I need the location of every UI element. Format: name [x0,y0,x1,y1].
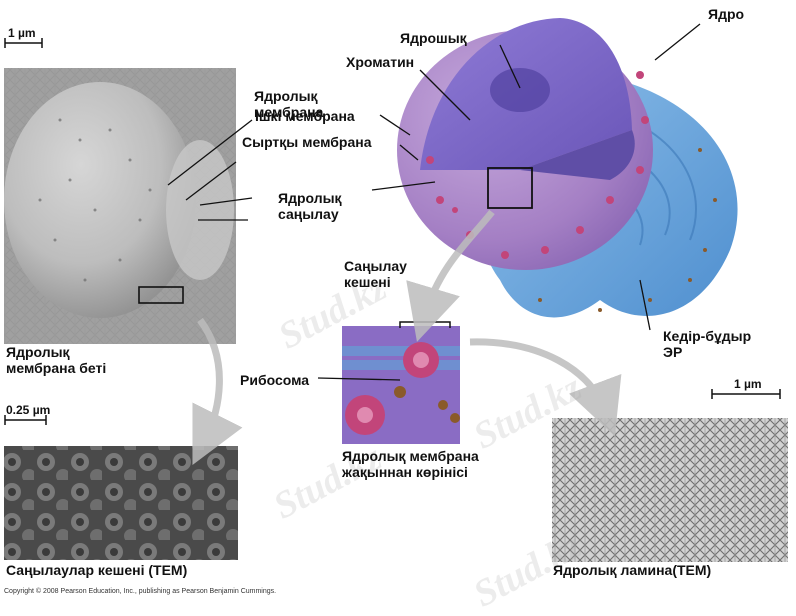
leader-lines [167,23,701,381]
label-outer-membrane: Сыртқы мембрана [242,134,372,150]
pore-zoom-box [487,167,533,209]
label-nuclear-pore: Ядролық саңылау [278,190,342,222]
label-pore-complexes-tem: Саңылаулар кешені (ТЕМ) [6,562,188,578]
figure-canvas: Stud.kz Stud.kz Stud.kz Stud.kz Ядро Ядр… [4,6,788,616]
pore-closeup-inset [342,321,460,444]
label-lamina-tem: Ядролық ламина(ТЕМ) [553,562,712,578]
diagram-svg [4,18,788,562]
nucleolus-shape [490,68,550,112]
label-inner-membrane-overlap: Ішкі мембрана [255,108,355,124]
scale-bar-lines [4,38,781,425]
label-membrane-view: Ядролық мембрана жақыннан көрінісі [342,448,479,480]
label-pore-complex: Саңылау кешені [344,258,407,290]
label-membrane-surface: Ядролық мембрана беті [6,344,107,376]
label-rough-er: Кедір-бұдыр ЭР [663,328,752,360]
pore-detail-box [138,286,184,304]
label-chromatin: Хроматин [346,54,415,70]
scale-label-left-mid: 0.25 µm [6,403,51,417]
scale-label-left-top: 1 µm [8,26,36,40]
nuclear-lamina-micrograph [552,418,788,562]
label-inner-membrane: Ядролық мембрана [254,88,324,120]
zoom-arrows [192,209,622,466]
copyright-notice: Copyright © 2008 Pearson Education, Inc.… [4,588,277,595]
pore-complexes-micrograph [4,446,238,560]
label-nucleolus: Ядрошық [400,30,467,46]
scale-label-right: 1 µm [734,377,762,391]
membrane-surface-micrograph [4,68,236,344]
nucleus-cutaway [397,18,653,270]
label-ribosome: Рибосома [240,372,310,388]
label-nucleus: Ядро [708,6,745,22]
nuclear-pores [426,71,649,259]
